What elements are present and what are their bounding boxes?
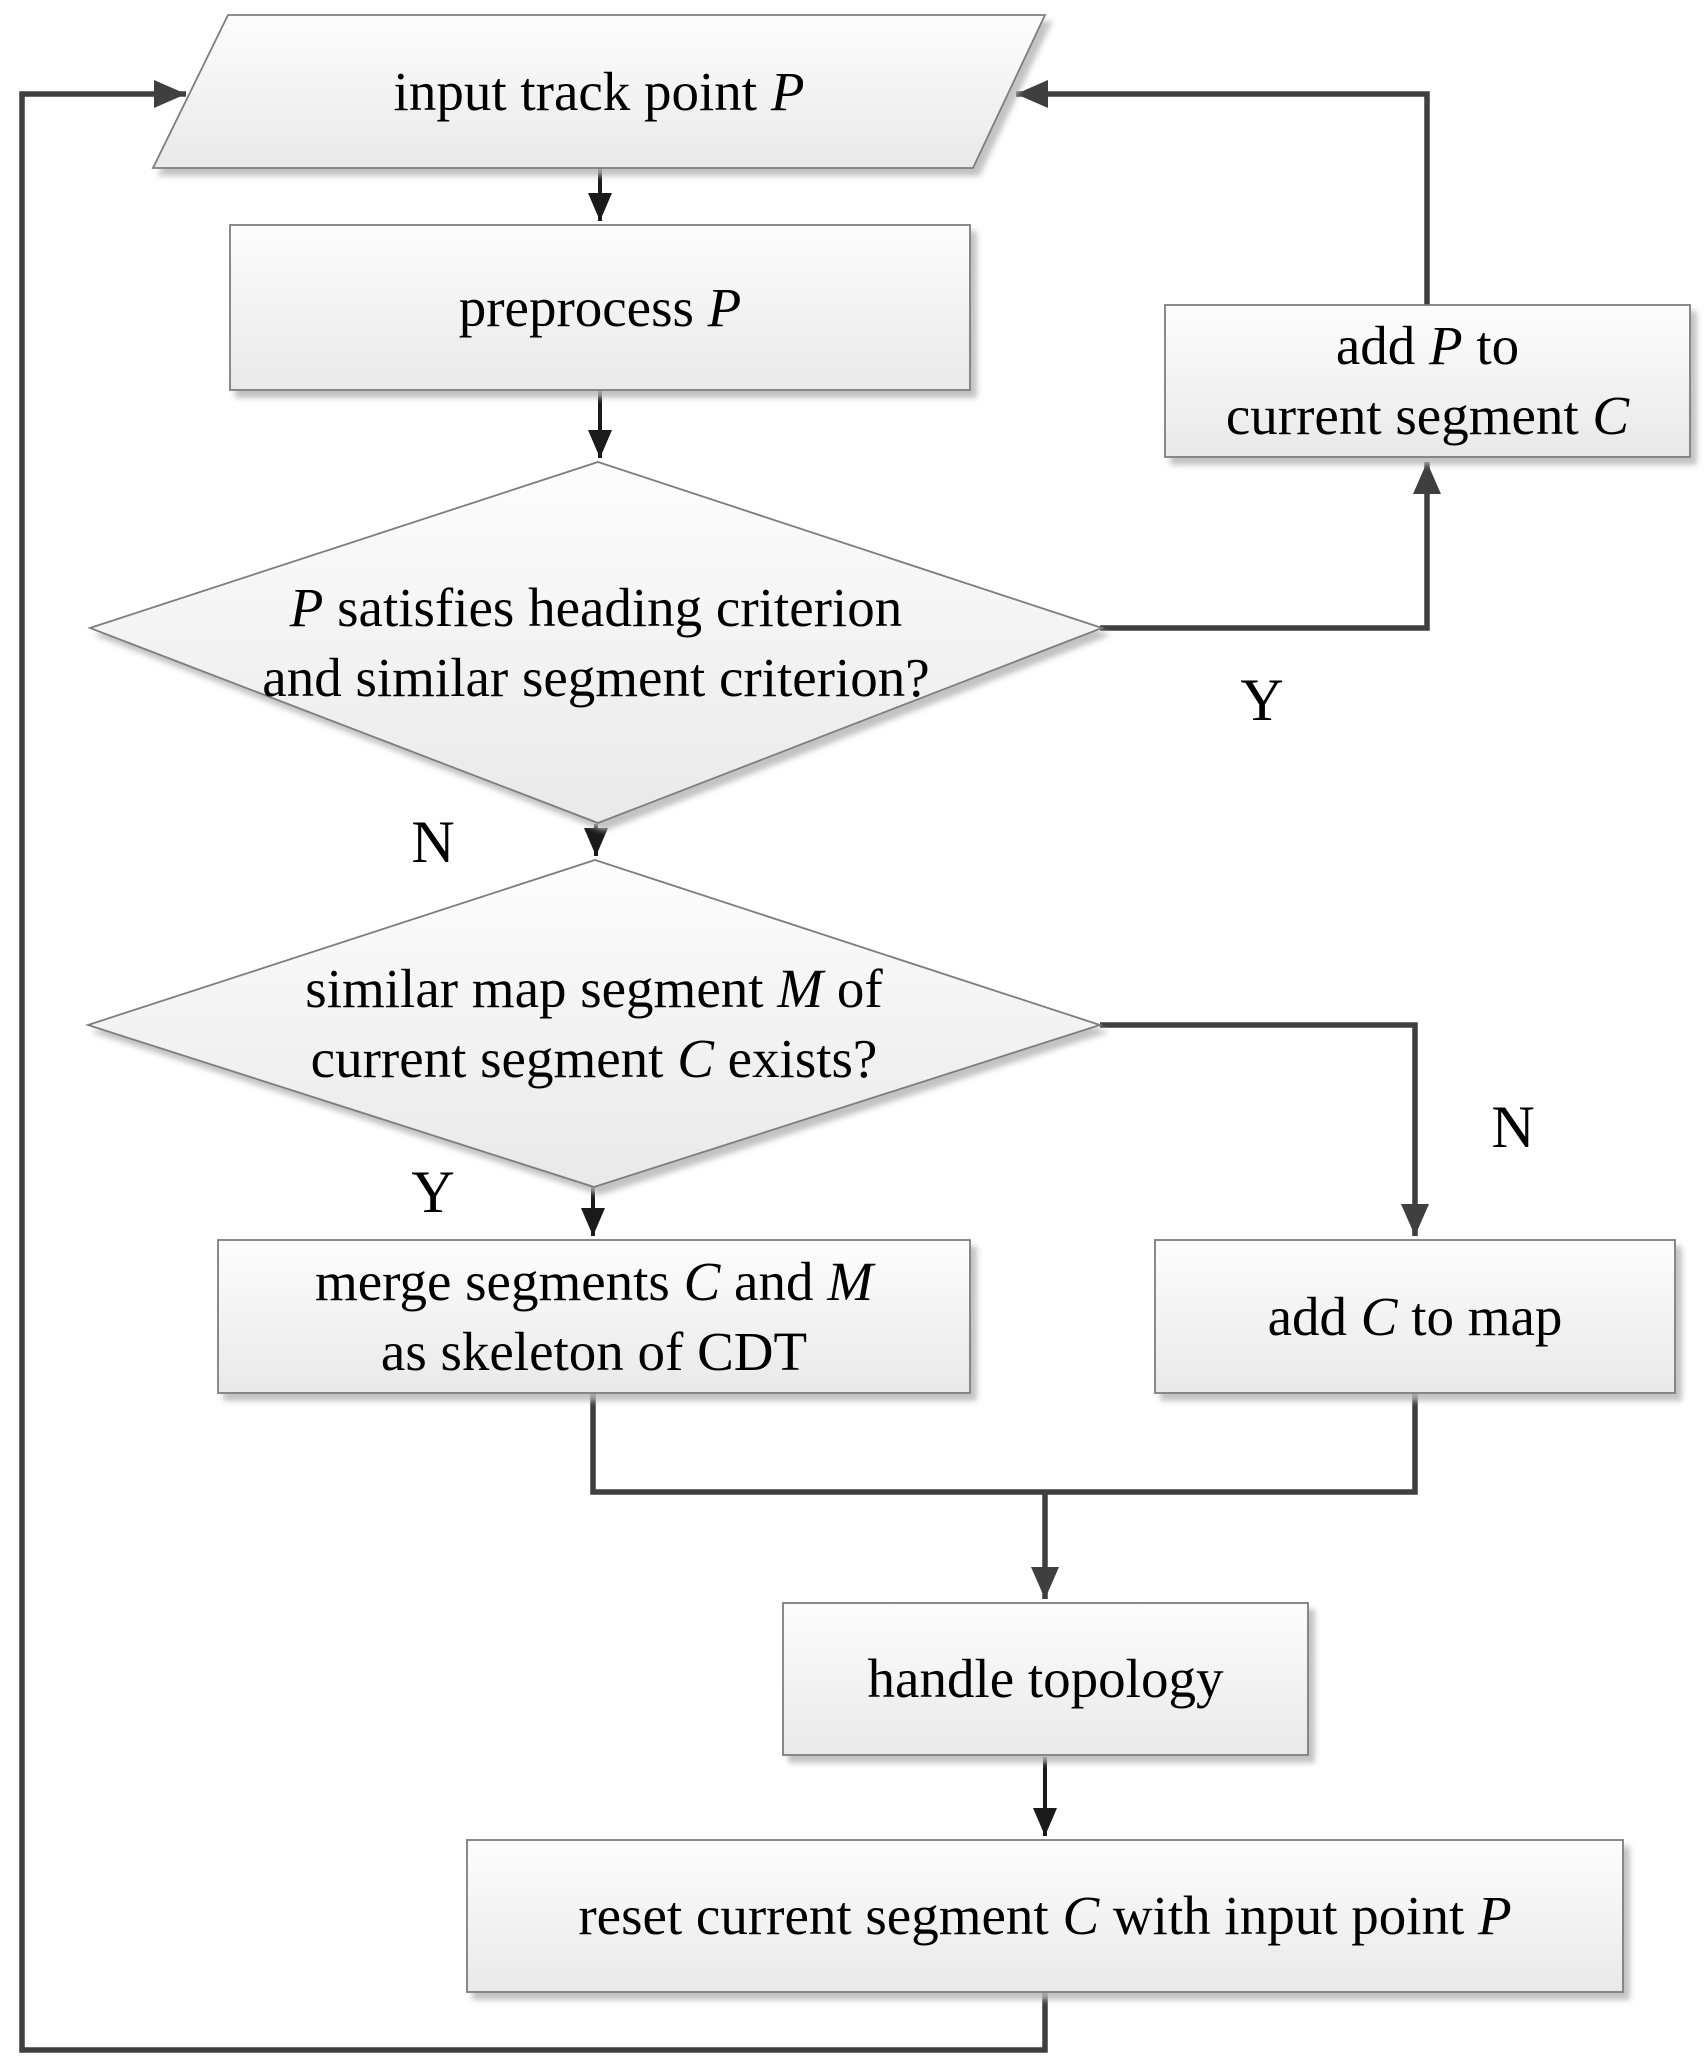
handle-topology-box bbox=[782, 1602, 1309, 1756]
edge-decision2-no-to-addc bbox=[1100, 1022, 1429, 1236]
merge-segments-box bbox=[217, 1239, 971, 1394]
add-p-to-current-segment-box bbox=[1164, 304, 1691, 458]
edge-reset-loop-to-input bbox=[19, 80, 1048, 2053]
edge-merge-down-join bbox=[590, 1393, 1418, 1495]
reset-current-segment-box bbox=[466, 1839, 1624, 1993]
input-track-point-parallelogram bbox=[151, 14, 1047, 169]
add-c-to-map-box bbox=[1154, 1239, 1676, 1394]
preprocess-box bbox=[229, 224, 971, 391]
similar-map-segment-diamond bbox=[85, 859, 1103, 1188]
edge-decision1-yes-to-addp bbox=[1100, 462, 1441, 631]
heading-criterion-diamond bbox=[87, 461, 1105, 824]
edge-addp-feedback-to-input bbox=[1016, 80, 1430, 305]
